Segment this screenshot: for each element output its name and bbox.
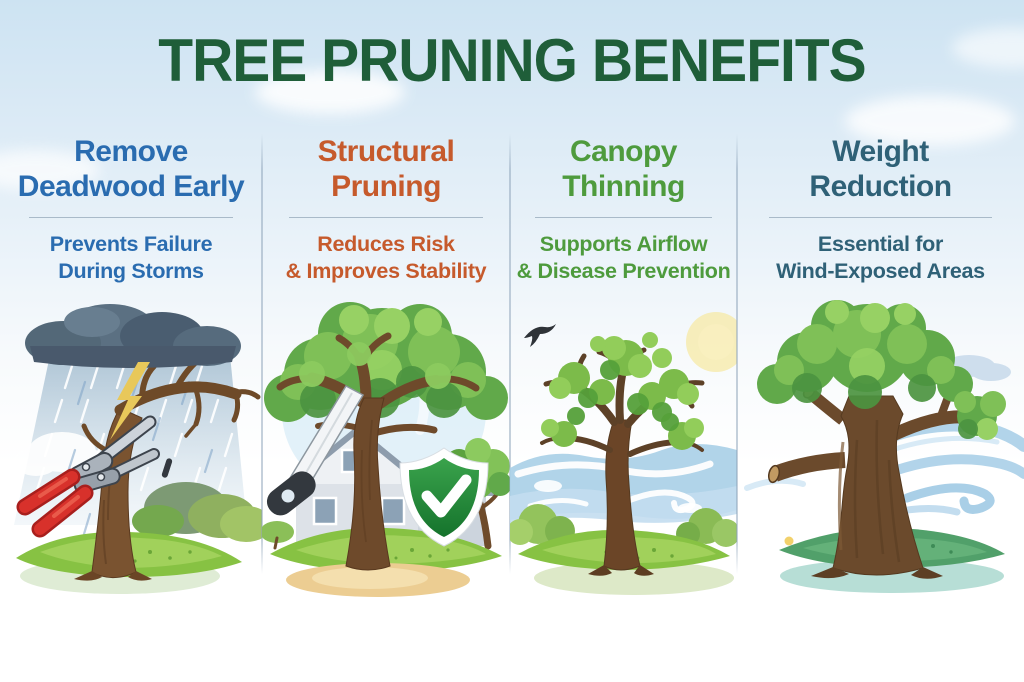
falling-twig — [161, 458, 173, 478]
bird-icon — [524, 324, 556, 347]
tree-icon — [757, 300, 1006, 579]
heading-line-2: Pruning — [331, 170, 441, 204]
heading-line-1: Canopy — [569, 135, 678, 168]
column-remove-deadwood-early: Remove Deadwood Early Prevents Failure D… — [0, 130, 262, 600]
subtitle-line-2: During Storms — [58, 259, 204, 284]
subtitle-line-1: Prevents Failure — [49, 232, 213, 257]
heading-divider — [534, 217, 713, 219]
heading-divider — [28, 217, 234, 219]
retained-leaf-cluster — [954, 391, 1006, 440]
tree-canopy — [757, 300, 973, 409]
illustration-weight-reduction — [744, 300, 1024, 593]
column-weight-reduction: Weight Reduction Essential for Wind-Expo… — [736, 130, 1024, 600]
heading-line-1: Remove — [74, 135, 188, 168]
subtitle-line-2: & Improves Stability — [285, 259, 487, 284]
column-structural-pruning: Structural Pruning Reduces Risk & Improv… — [261, 130, 510, 600]
heading-line-1: Structural — [317, 135, 455, 168]
decorative-cloud — [845, 96, 1015, 146]
heading-line-1: Weight — [832, 135, 929, 168]
column-subtitle: Essential for Wind-Exposed Areas — [737, 231, 1024, 285]
column-heading: Remove Deadwood Early — [0, 134, 262, 204]
subtitle-line-1: Supports Airflow — [539, 232, 708, 257]
column-subtitle: Supports Airflow & Disease Prevention — [510, 231, 737, 285]
heading-line-2: Reduction — [809, 170, 952, 204]
column-canopy-thinning: Canopy Thinning Supports Airflow & Disea… — [509, 130, 737, 600]
heading-divider — [768, 217, 993, 219]
subtitle-line-1: Essential for — [817, 232, 944, 257]
benefit-columns: Remove Deadwood Early Prevents Failure D… — [0, 130, 1024, 600]
heading-line-2: Thinning — [562, 170, 685, 204]
tree-trunk — [345, 397, 391, 571]
loppers-icon — [16, 415, 160, 538]
shield-check-icon — [399, 447, 489, 547]
sun-icon — [686, 312, 737, 372]
decorative-cloud — [255, 70, 405, 114]
heading-line-2: Deadwood Early — [17, 170, 245, 204]
heading-divider — [289, 217, 483, 219]
column-heading: Canopy Thinning — [510, 134, 737, 204]
flower — [784, 536, 794, 546]
subtitle-line-1: Reduces Risk — [317, 232, 455, 257]
column-subtitle: Reduces Risk & Improves Stability — [262, 231, 510, 285]
storm-cloud-icon — [25, 304, 241, 368]
hand-saw-icon — [266, 385, 365, 516]
decorative-cloud — [0, 150, 100, 190]
column-heading: Structural Pruning — [262, 134, 510, 204]
column-subtitle: Prevents Failure During Storms — [0, 231, 262, 285]
background-bushes — [132, 482, 262, 542]
illustration-canopy-thinning — [510, 312, 737, 595]
sand-patch — [286, 563, 470, 597]
page-title: TREE PRUNING BENEFITS — [158, 27, 866, 95]
lightning-icon — [110, 362, 150, 440]
illustration-structural-pruning — [262, 302, 510, 597]
subtitle-line-2: Wind-Exposed Areas — [776, 259, 985, 284]
column-heading: Weight Reduction — [737, 134, 1024, 204]
leaf-clusters — [541, 332, 704, 450]
subtitle-line-2: & Disease Prevention — [516, 259, 731, 284]
tree-icon — [540, 332, 705, 576]
tree-icon — [264, 302, 508, 571]
bush — [262, 521, 294, 550]
illustration-remove-deadwood — [14, 304, 262, 594]
